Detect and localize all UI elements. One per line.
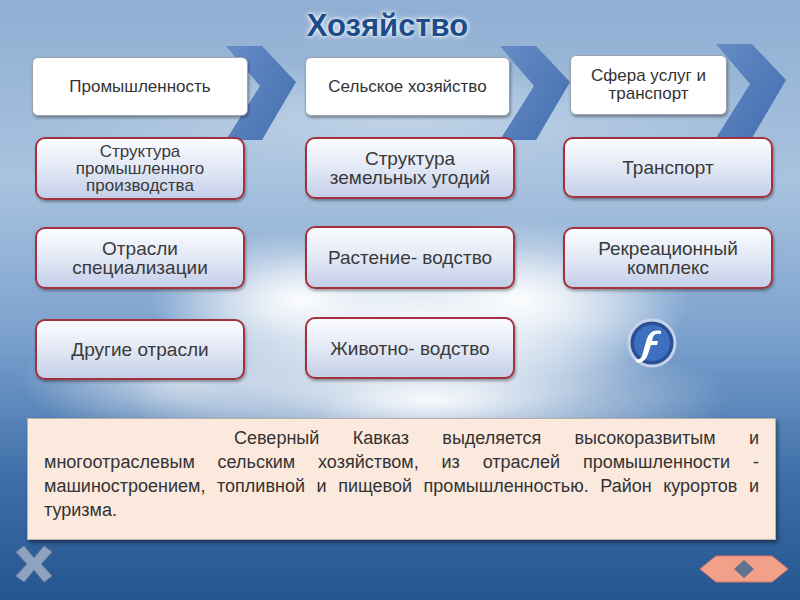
topic-button: Рекреационный комплекс [563, 227, 773, 289]
box-label: Промышленность [69, 78, 210, 96]
section-header: Сфера услуг и транспорт [570, 55, 727, 115]
box-label: Другие отрасли [71, 340, 208, 359]
box-label: Структура земельных угодий [317, 149, 503, 187]
topic-button: Растение- водство [305, 226, 515, 289]
summary-note: Северный Кавказ выделяется высокоразвиты… [27, 418, 776, 540]
box-label: Сельское хозяйство [328, 78, 486, 96]
topic-button: Структура промышленного производства [35, 137, 245, 200]
topic-button: Животно- водство [305, 317, 515, 379]
box-label: Сфера услуг и транспорт [579, 67, 718, 103]
note-text: Северный Кавказ выделяется высокоразвиты… [44, 427, 759, 523]
box-label: Транспорт [622, 158, 713, 177]
section-header: Сельское хозяйство [305, 57, 510, 116]
topic-button: Другие отрасли [35, 319, 245, 380]
box-label: Животно- водство [330, 339, 489, 358]
topic-button: Отрасли специализации [35, 227, 245, 289]
chevron-arrow [226, 44, 786, 140]
topic-button: Структура земельных угодий [305, 137, 515, 199]
section-header: Промышленность [32, 57, 248, 116]
topic-button: Транспорт [563, 137, 773, 198]
slide-title: Хозяйство [0, 8, 775, 44]
box-label: Растение- водство [328, 248, 492, 267]
flash-icon [629, 320, 675, 366]
close-button [16, 546, 52, 582]
box-label: Отрасли специализации [47, 239, 233, 277]
box-label: Структура промышленного производства [47, 143, 233, 194]
nav-arrows [700, 556, 788, 582]
box-label: Рекреационный комплекс [575, 239, 761, 277]
cloud [20, 60, 780, 470]
